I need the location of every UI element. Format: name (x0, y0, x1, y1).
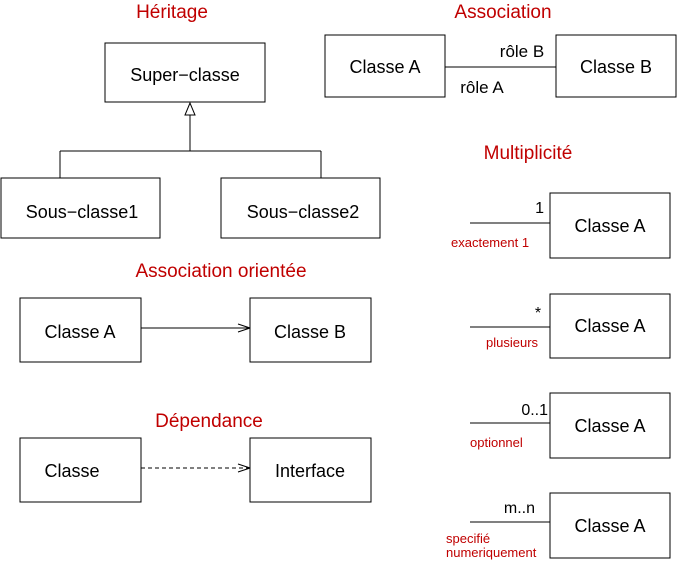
dependency-title: Dépendance (155, 411, 263, 432)
multiplicity-value: 0..1 (521, 402, 548, 419)
multiplicity-section: Multiplicité 1 exactement 1 Classe A * p… (446, 143, 671, 560)
association-class-a-label: Classe A (349, 57, 420, 77)
multiplicity-item: m..n specifié numeriquement Classe A (446, 492, 671, 560)
multiplicity-class-box (549, 392, 671, 459)
directed-class-b-box (249, 297, 372, 363)
inheritance-section: Héritage Super−classe Sous−classe1 Sous−… (0, 2, 381, 239)
association-class-a-box (324, 34, 446, 98)
multiplicity-title: Multiplicité (484, 143, 573, 164)
directed-class-a-label: Classe A (44, 322, 115, 342)
role-b-label: rôle B (500, 42, 544, 61)
multiplicity-value: * (535, 305, 541, 322)
multiplicity-class-label: Classe A (574, 416, 645, 436)
association-section: Association Classe A rôle B rôle A Class… (324, 2, 677, 98)
association-class-b-box (555, 34, 677, 98)
dependency-target-box (249, 437, 372, 503)
subclass2-box (220, 177, 381, 239)
inheritance-title: Héritage (136, 2, 208, 23)
subclass2-label: Sous−classe2 (247, 202, 360, 222)
multiplicity-note: plusieurs (486, 335, 539, 350)
dependency-target-label: Interface (275, 461, 345, 481)
multiplicity-class-box (549, 492, 671, 559)
association-title: Association (454, 2, 551, 23)
directed-class-a-box (19, 297, 142, 363)
dependency-section: Dépendance Classe Interface (19, 411, 372, 503)
subclass1-box (0, 177, 161, 239)
multiplicity-class-label: Classe A (574, 216, 645, 236)
multiplicity-value: 1 (535, 200, 544, 217)
multiplicity-class-box (549, 293, 671, 359)
multiplicity-item: 0..1 optionnel Classe A (470, 392, 671, 459)
dependency-source-label: Classe (44, 461, 99, 481)
multiplicity-class-label: Classe A (574, 316, 645, 336)
multiplicity-item: * plusieurs Classe A (470, 293, 671, 359)
multiplicity-class-label: Classe A (574, 516, 645, 536)
directed-association-title: Association orientée (135, 261, 306, 282)
association-class-b-label: Classe B (580, 57, 652, 77)
multiplicity-note-line1: specifié (446, 531, 490, 546)
dependency-source-box (19, 437, 142, 503)
role-a-label: rôle A (460, 78, 504, 97)
generalization-arrowhead (184, 101, 196, 116)
multiplicity-value: m..n (504, 500, 535, 517)
multiplicity-note-line2: numeriquement (446, 545, 537, 560)
multiplicity-class-box (549, 192, 671, 259)
superclass-label: Super−classe (130, 65, 240, 85)
directed-class-b-label: Classe B (274, 322, 346, 342)
directed-association-section: Association orientée Classe A Classe B (19, 261, 372, 363)
multiplicity-note: optionnel (470, 435, 523, 450)
multiplicity-note: exactement 1 (451, 235, 529, 250)
superclass-box (104, 42, 266, 103)
subclass1-label: Sous−classe1 (26, 202, 139, 222)
multiplicity-item: 1 exactement 1 Classe A (451, 192, 671, 259)
